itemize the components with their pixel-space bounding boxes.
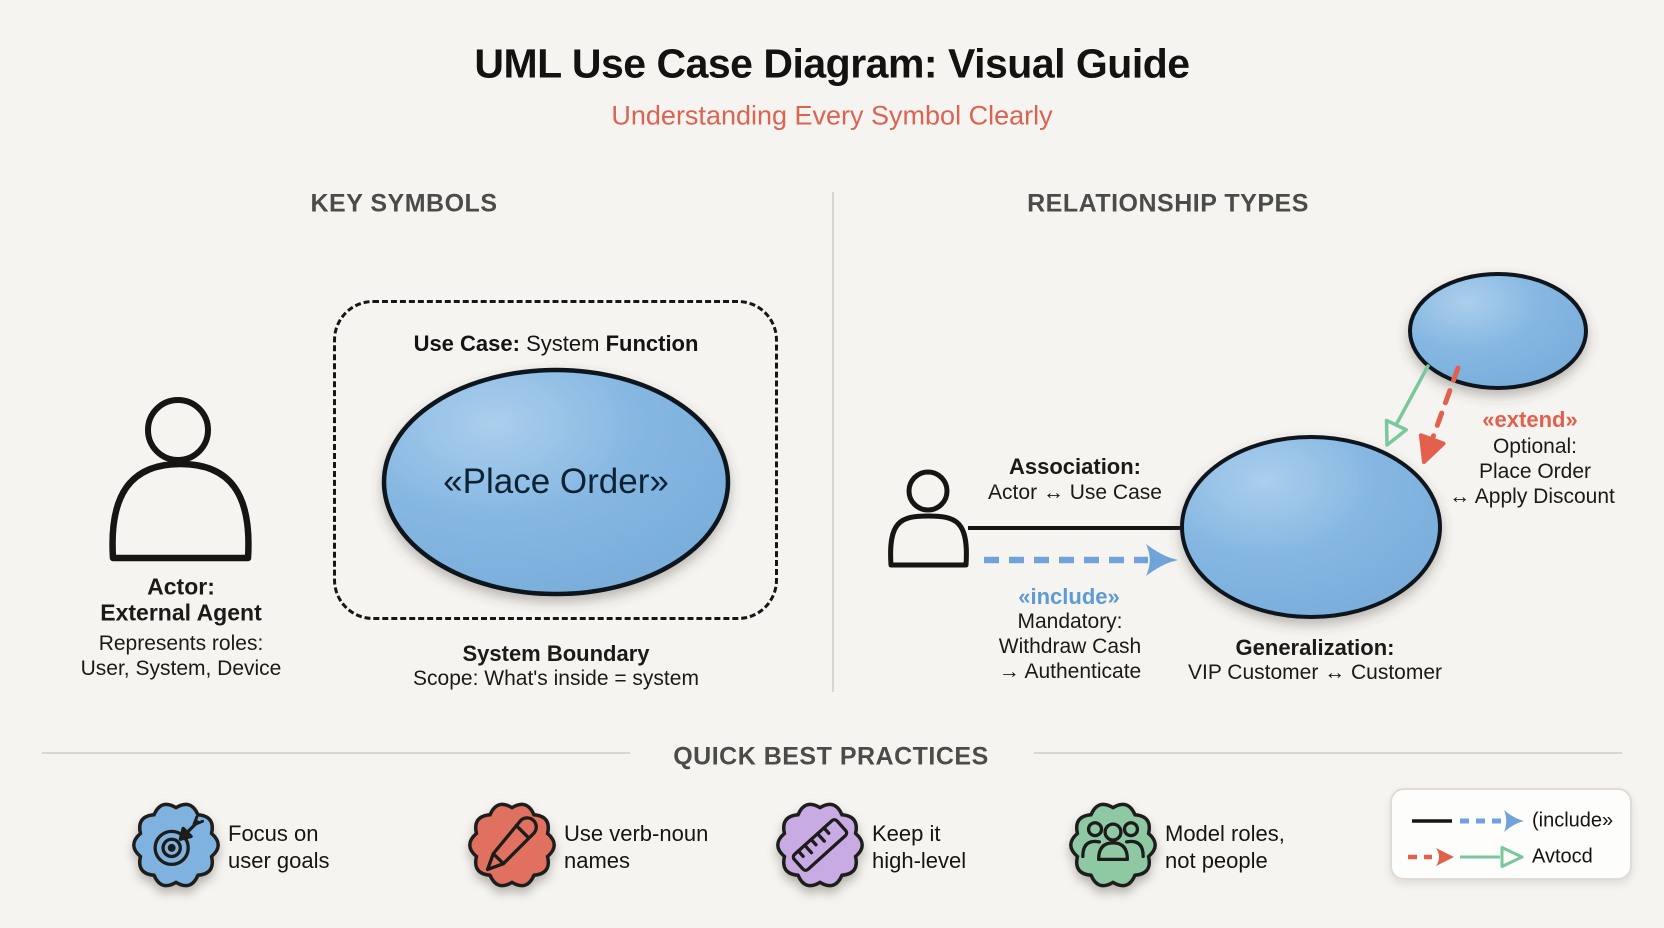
- people-icon: [1081, 821, 1145, 862]
- system-boundary-caption: System Boundary: [462, 641, 650, 666]
- extend-arrow: [1418, 365, 1461, 464]
- badge-text-line: Use verb-noun: [564, 821, 709, 846]
- use-case-box-label: Use Case: System Function: [414, 331, 699, 357]
- ruler-icon: [791, 818, 849, 872]
- arrow-legend-card: [1390, 788, 1632, 880]
- system-boundary-scope: Scope: What's inside = system: [413, 667, 699, 690]
- page-subtitle: Understanding Every Symbol Clearly: [611, 100, 1053, 131]
- legend-include-label: (include»: [1532, 809, 1614, 832]
- association-label: Association:: [1008, 454, 1142, 479]
- pencil-icon: [485, 816, 538, 872]
- relationship-types-heading: RELATIONSHIP TYPES: [1027, 189, 1309, 218]
- use-case-ellipse-small: [1408, 272, 1588, 390]
- actor-label-line2: External Agent: [100, 599, 262, 626]
- badge-text-focus: Focus on user goals: [228, 820, 330, 874]
- use-case-box-label-bold: Use Case:: [413, 331, 520, 356]
- actor-label-line1: Actor:: [147, 573, 215, 600]
- target-icon: [153, 815, 205, 867]
- include-line3: → Authenticate: [998, 660, 1142, 683]
- extend-line1: Optional:: [1492, 435, 1578, 458]
- badge-text-line: Focus on: [228, 821, 319, 846]
- use-case-box-label-end: Function: [605, 331, 699, 356]
- badge-scallop: [776, 802, 864, 888]
- extend-line2: Place Order: [1478, 460, 1592, 483]
- include-tag: «include»: [1018, 584, 1120, 609]
- badge-high-level: [774, 799, 866, 891]
- badge-text-line: not people: [1165, 848, 1268, 873]
- extend-tag: «extend»: [1482, 407, 1578, 432]
- place-order-label: «Place Order»: [443, 462, 669, 501]
- badge-focus-user-goals: [130, 799, 222, 891]
- include-line1: Mandatory:: [1017, 610, 1123, 633]
- generalization-label: Generalization:: [1235, 635, 1395, 660]
- badge-text-line: Model roles,: [1165, 821, 1285, 846]
- badge-text-verb-noun: Use verb-noun names: [564, 820, 708, 874]
- include-arrow: [984, 544, 1178, 576]
- actor-desc-line1: Represents roles:: [98, 632, 264, 655]
- best-practices-heading: QUICK BEST PRACTICES: [673, 742, 989, 771]
- badge-text-model-roles: Model roles, not people: [1165, 820, 1285, 874]
- badge-text-high-level: Keep it high-level: [872, 820, 966, 874]
- include-line2: Withdraw Cash: [998, 635, 1142, 658]
- system-boundary-box: [333, 300, 778, 620]
- actor-icon: [109, 397, 252, 562]
- legend-extend-label: Avtocd: [1532, 845, 1593, 868]
- badge-scallop: [1069, 802, 1157, 888]
- badge-scallop: [132, 802, 220, 888]
- use-case-box-label-mid: System: [526, 331, 600, 356]
- actor-icon-small: [888, 469, 969, 568]
- page-title: UML Use Case Diagram: Visual Guide: [474, 40, 1190, 87]
- badge-text-line: Keep it: [872, 821, 941, 846]
- badge-model-roles: [1067, 799, 1159, 891]
- badge-scallop: [468, 802, 556, 888]
- extend-line3: ↔ Apply Discount: [1449, 485, 1615, 508]
- badge-text-line: names: [564, 848, 631, 873]
- actor-desc-line2: User, System, Device: [80, 657, 282, 680]
- generalization-arrow: [1384, 364, 1430, 447]
- generalization-desc: VIP Customer ↔ Customer: [1187, 661, 1443, 684]
- key-symbols-heading: KEY SYMBOLS: [310, 189, 498, 218]
- badge-text-line: user goals: [228, 848, 330, 873]
- badge-verb-noun-names: [466, 799, 558, 891]
- badge-text-line: high-level: [872, 848, 967, 873]
- association-desc: Actor ↔ Use Case: [988, 481, 1162, 504]
- use-case-ellipse-large: [1180, 435, 1442, 619]
